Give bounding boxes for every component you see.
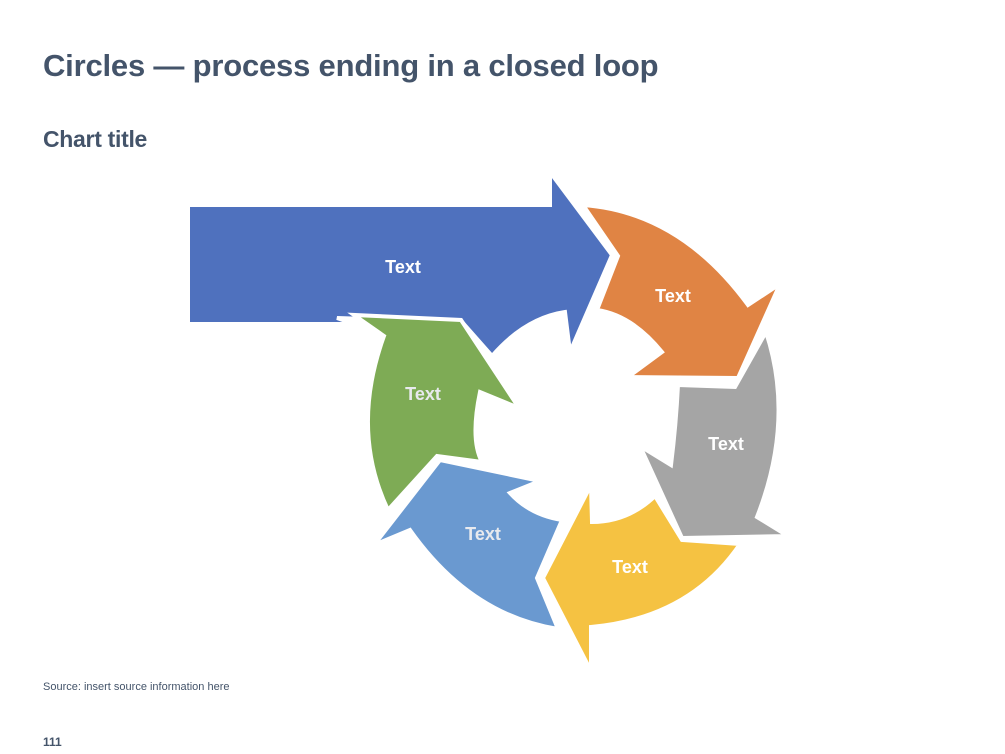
chart-title: Chart title xyxy=(43,126,148,152)
entry-arrow-label: Text xyxy=(385,257,421,277)
step-arrow-1-label: Text xyxy=(655,286,691,306)
step-arrow-3[interactable]: Text xyxy=(540,484,744,672)
step-arrow-3-shape xyxy=(540,484,744,672)
step-arrow-4-shape xyxy=(367,457,565,632)
step-arrow-5-shape xyxy=(347,312,525,514)
page-title: Circles — process ending in a closed loo… xyxy=(43,48,659,83)
step-arrow-2[interactable]: Text xyxy=(635,327,795,541)
step-arrow-4[interactable]: Text xyxy=(367,457,565,632)
step-arrow-2-label: Text xyxy=(708,434,744,454)
step-arrow-2-shape xyxy=(635,327,795,541)
step-arrow-5[interactable]: Text xyxy=(347,312,525,514)
step-arrow-1-shape xyxy=(578,202,785,381)
step-arrow-4-label: Text xyxy=(465,524,501,544)
step-arrow-3-label: Text xyxy=(612,557,648,577)
step-arrow-5-label: Text xyxy=(405,384,441,404)
page-number: 111 xyxy=(43,735,62,749)
step-arrow-1[interactable]: Text xyxy=(578,202,785,381)
source-note: Source: insert source information here xyxy=(43,681,230,693)
